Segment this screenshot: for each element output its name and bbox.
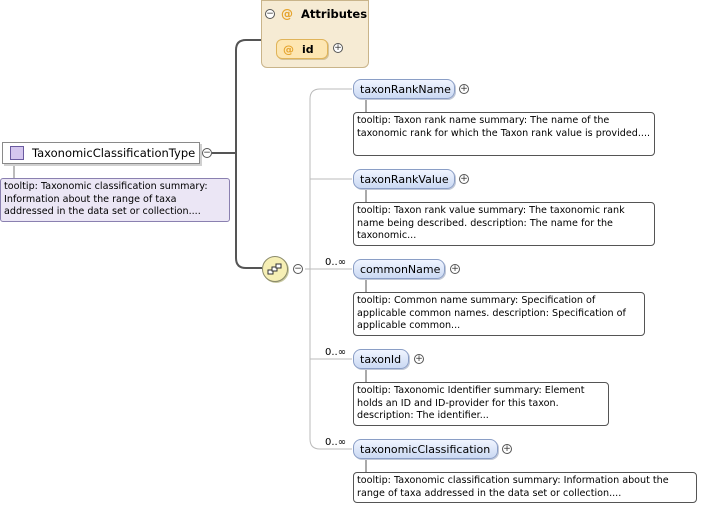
element-label: taxonRankValue [360, 172, 449, 186]
occurrence-label: 0..∞ [325, 347, 347, 358]
element-taxonRankValue[interactable]: taxonRankValue [353, 169, 455, 189]
occurrence-label: 0..∞ [325, 257, 347, 268]
sequence-compositor[interactable] [262, 256, 288, 282]
element-label: commonName [360, 262, 441, 276]
complex-type-icon [10, 146, 24, 160]
root-type-node[interactable]: TaxonomicClassificationType [2, 142, 200, 164]
element-taxonRankName[interactable]: taxonRankName [353, 79, 455, 99]
plus-circle-icon[interactable]: + [502, 444, 512, 454]
element-tooltip: tooltip: Common name summary: Specificat… [353, 292, 645, 336]
plus-circle-icon[interactable]: + [459, 174, 469, 184]
root-tooltip: tooltip: Taxonomic classification summar… [0, 178, 230, 222]
attributes-title: Attributes [301, 7, 368, 21]
element-tooltip: tooltip: Taxon rank value summary: The t… [353, 202, 655, 246]
plus-circle-icon[interactable]: + [414, 354, 424, 364]
element-tooltip: tooltip: Taxonomic Identifier summary: E… [353, 382, 609, 426]
attribute-name: id [302, 42, 314, 56]
element-label: taxonomicClassification [360, 442, 491, 456]
plus-circle-icon[interactable]: + [450, 264, 460, 274]
element-commonName[interactable]: commonName [353, 259, 445, 279]
sequence-collapse-icon[interactable]: − [293, 264, 303, 274]
attributes-collapse-icon[interactable]: − [265, 9, 275, 19]
element-label: taxonRankName [360, 82, 451, 96]
attribute-expand-icon[interactable]: + [333, 43, 343, 53]
element-taxonId[interactable]: taxonId [353, 349, 409, 369]
element-tooltip: tooltip: Taxonomic classification summar… [353, 472, 697, 503]
element-taxonomicClassification[interactable]: taxonomicClassification [353, 439, 498, 459]
element-tooltip: tooltip: Taxon rank name summary: The na… [353, 112, 655, 156]
sequence-compositor-icon [267, 263, 282, 275]
at-sign-icon: @ [281, 7, 293, 21]
at-sign-icon: @ [283, 42, 294, 56]
plus-circle-icon[interactable]: + [459, 84, 469, 94]
root-type-label: TaxonomicClassificationType [32, 146, 196, 160]
occurrence-label: 0..∞ [325, 437, 347, 448]
attributes-box: − @ Attributes @ id + [261, 0, 369, 68]
element-label: taxonId [360, 352, 402, 366]
root-collapse-icon[interactable]: − [202, 148, 212, 158]
attribute-id[interactable]: @ id [276, 39, 328, 59]
